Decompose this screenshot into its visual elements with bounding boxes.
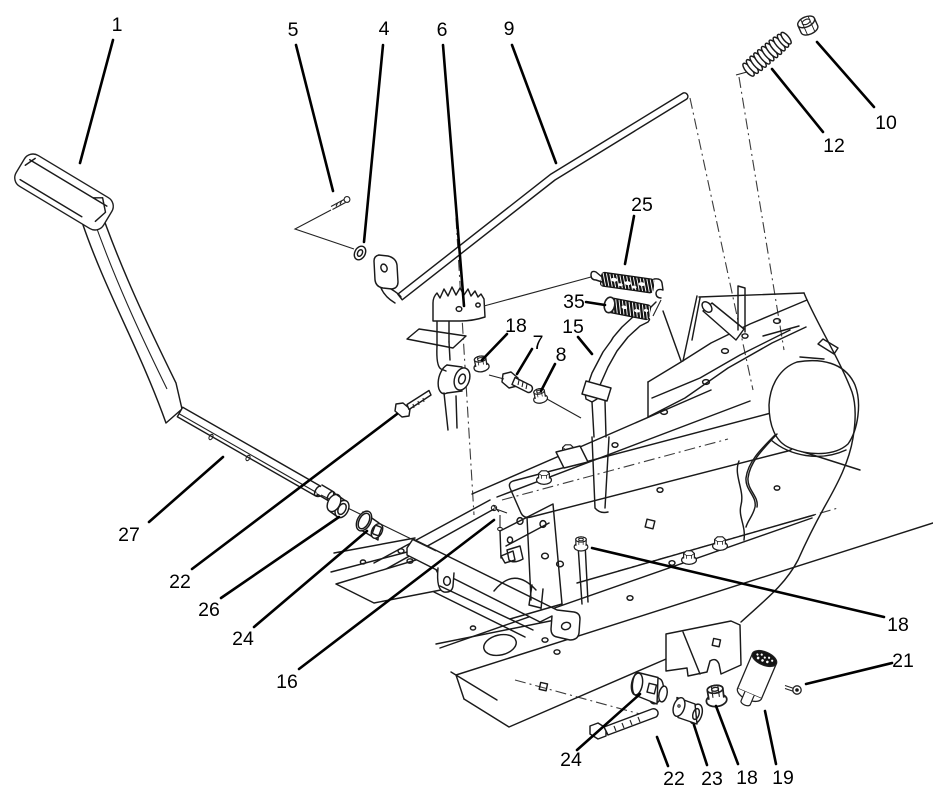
svg-text:21: 21: [892, 650, 914, 672]
svg-text:24: 24: [560, 749, 582, 771]
svg-text:7: 7: [533, 332, 544, 354]
svg-text:9: 9: [504, 18, 515, 40]
svg-text:16: 16: [276, 671, 298, 693]
svg-text:6: 6: [437, 19, 448, 41]
svg-text:12: 12: [823, 135, 845, 157]
svg-text:27: 27: [118, 524, 140, 546]
svg-text:22: 22: [169, 571, 191, 593]
svg-text:26: 26: [198, 599, 220, 621]
svg-text:10: 10: [875, 112, 897, 134]
svg-text:1: 1: [112, 14, 123, 36]
svg-text:35: 35: [563, 291, 585, 313]
svg-text:4: 4: [379, 18, 390, 40]
svg-text:24: 24: [232, 628, 254, 650]
svg-text:23: 23: [701, 768, 723, 790]
svg-text:5: 5: [288, 19, 299, 41]
svg-text:22: 22: [663, 768, 685, 790]
svg-text:19: 19: [772, 767, 794, 789]
svg-text:18: 18: [736, 767, 758, 789]
svg-text:18: 18: [887, 614, 909, 636]
svg-text:15: 15: [562, 316, 584, 338]
svg-text:25: 25: [631, 194, 653, 216]
svg-text:18: 18: [505, 315, 527, 337]
svg-text:8: 8: [556, 344, 567, 366]
